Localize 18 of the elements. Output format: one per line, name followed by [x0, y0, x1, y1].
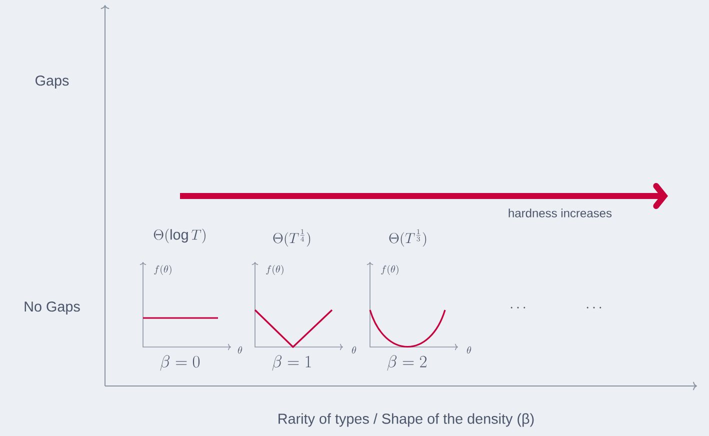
parameter-label: $\beta = 2$ — [387, 355, 426, 371]
rate-label: $\Theta(T^{\frac{1}{4}})$ — [273, 229, 310, 247]
axis-label: No Gaps — [24, 301, 80, 315]
ellipsis: $\cdots$ — [510, 306, 526, 308]
arrow-label: hardness increases — [508, 208, 612, 218]
axis-label: $f(\theta)$ — [154, 264, 172, 275]
axis-label: $f(\theta)$ — [266, 264, 284, 275]
axis-title: Rarity of types / Shape of the density (β) — [278, 413, 534, 427]
ellipsis: $\cdots$ — [586, 306, 602, 308]
axis-label: $\theta$ — [238, 346, 242, 354]
parameter-label: $\beta = 1$ — [272, 355, 311, 371]
parameter-label: $\beta = 0$ — [160, 355, 200, 371]
rate-label: $\Theta(T^{\frac{1}{3}})$ — [389, 229, 426, 247]
axis-label: $\theta$ — [466, 346, 472, 354]
axis-label: $\theta$ — [352, 346, 356, 354]
axis-label: Gaps — [36, 75, 69, 89]
rate-label: $\Theta(\log T)$ — [154, 228, 206, 244]
axis-label: $f(\theta)$ — [381, 264, 398, 275]
